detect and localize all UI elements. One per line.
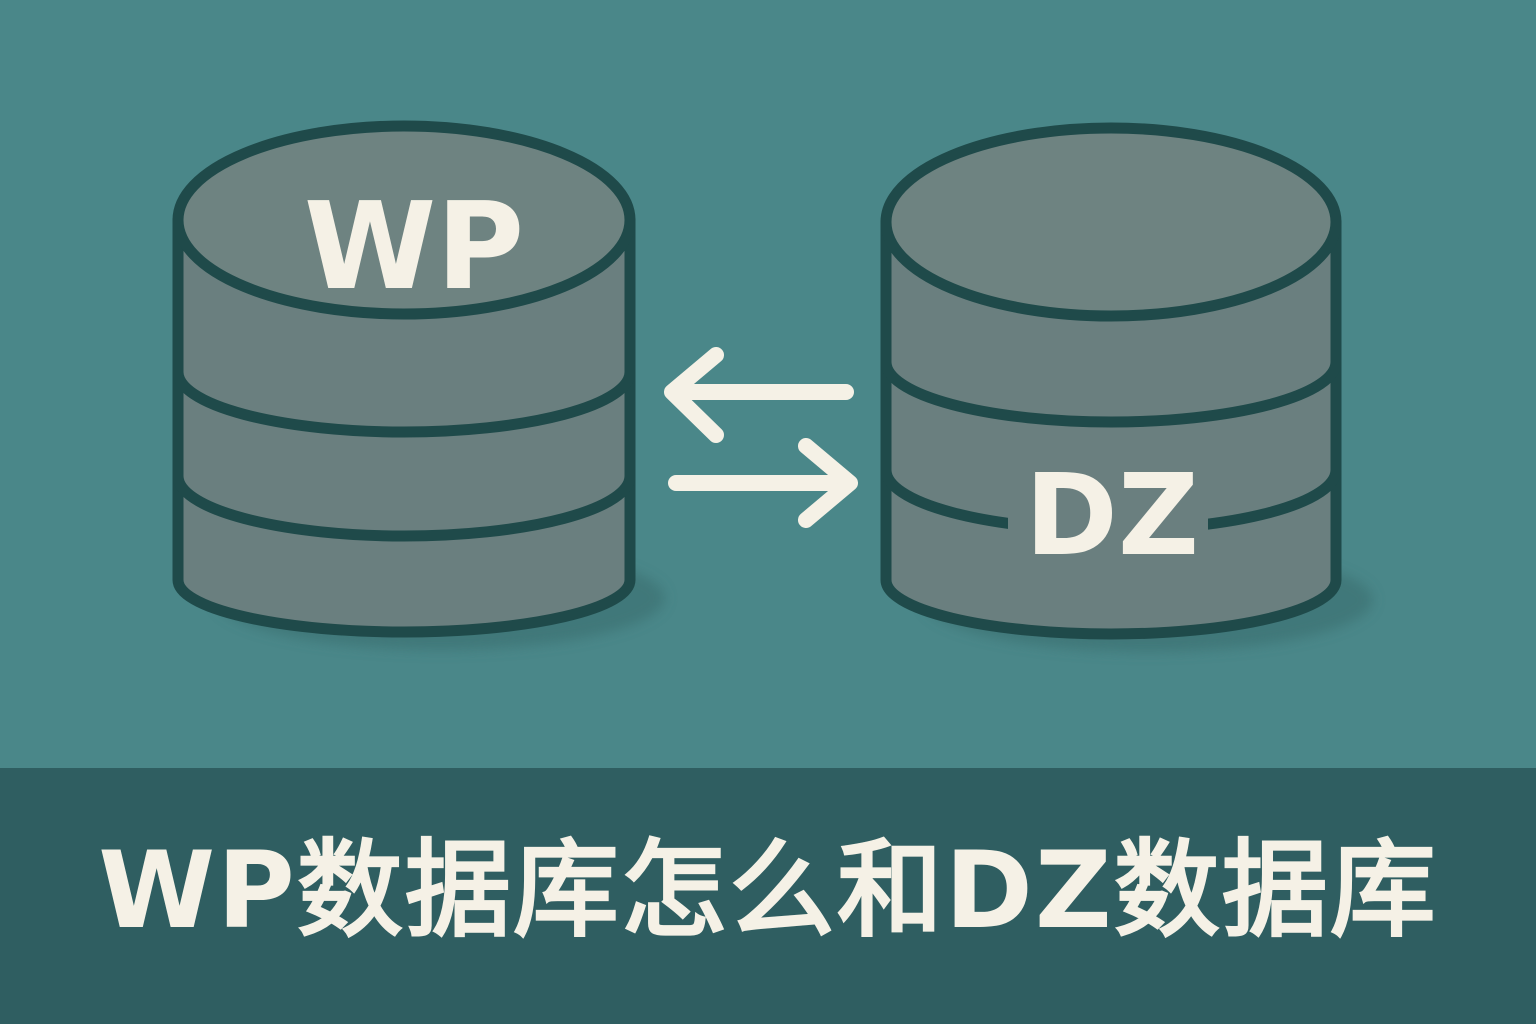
wp-database-icon: WP (172, 120, 665, 650)
wp-database-label: WP (304, 178, 524, 317)
dz-database-divider-1 (880, 361, 1342, 428)
bidirectional-arrows (664, 347, 858, 528)
dz-database-top (880, 122, 1342, 322)
dz-database-icon: DZ (880, 122, 1373, 652)
caption-title: WP数据库怎么和DZ数据库 (98, 829, 1438, 952)
wp-database-divider-2 (172, 475, 636, 542)
wp-database-top (172, 120, 636, 320)
database-sync-illustration: WP DZ (172, 120, 1373, 652)
dz-label-backdrop (1008, 460, 1208, 556)
dz-database-label: DZ (1025, 451, 1199, 581)
arrow-right-icon (668, 438, 858, 528)
arrow-left-icon (664, 347, 854, 443)
wp-database-divider-1 (172, 371, 636, 438)
dz-database-body (880, 216, 1342, 640)
caption-bar: WP数据库怎么和DZ数据库 (0, 768, 1536, 1024)
